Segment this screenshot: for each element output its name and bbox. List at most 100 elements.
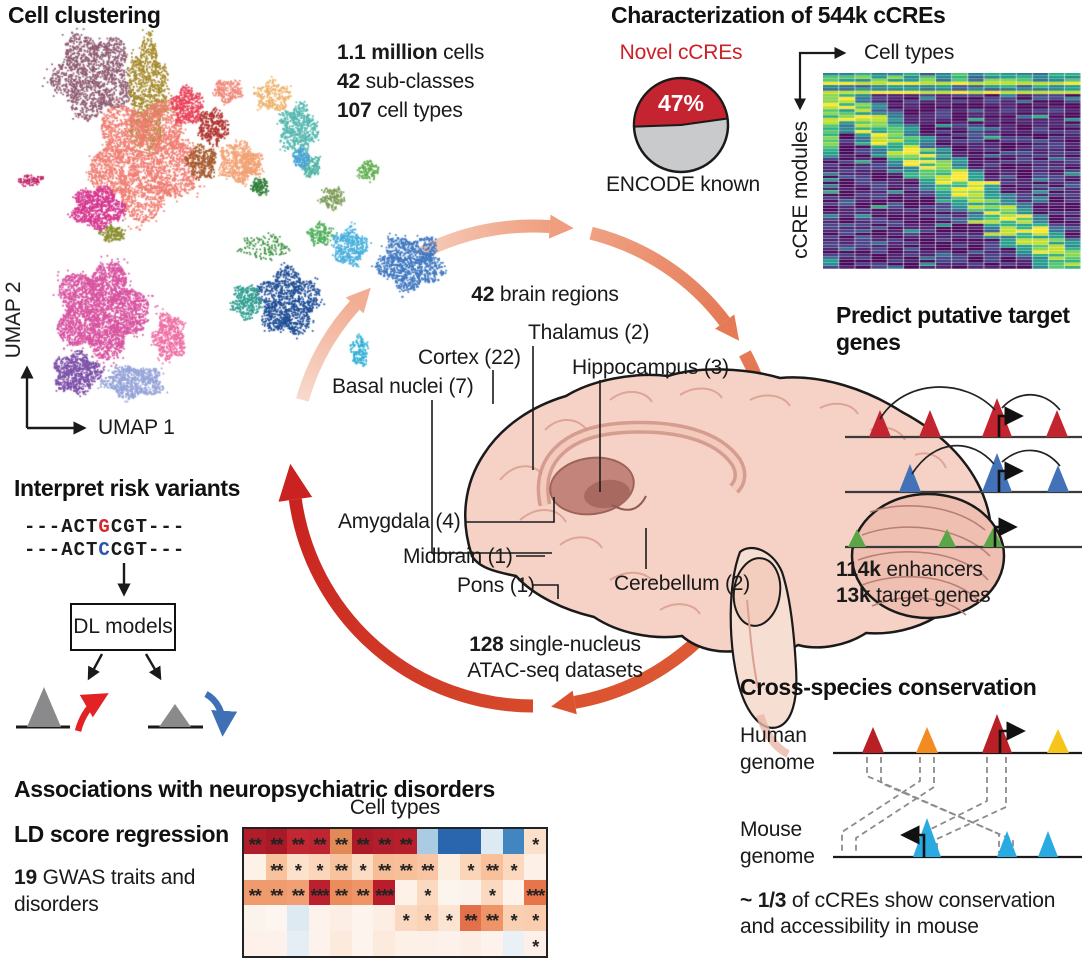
ld-heatmap-cell bbox=[416, 930, 439, 956]
datasets-stat-line1: 128 single-nucleus bbox=[469, 633, 641, 656]
umap-stats: 1.1 million cells 42 sub-classes 107 cel… bbox=[337, 40, 484, 127]
ld-heatmap-cell: ** bbox=[351, 829, 374, 855]
section-title-associations: Associations with neuropsychiatric disor… bbox=[14, 776, 495, 802]
target-gene-tracks bbox=[845, 386, 1082, 549]
ld-score-heatmap: ****************************************… bbox=[242, 827, 548, 958]
region-label-cerebellum: Cerebellum (2) bbox=[614, 572, 751, 595]
ld-heatmap-cell: *** bbox=[373, 879, 395, 906]
ld-heatmap-cell bbox=[481, 930, 503, 956]
ld-heatmap-cell bbox=[502, 879, 525, 906]
ld-heatmap-cell bbox=[373, 905, 395, 931]
pie-label-known: ENCODE known bbox=[606, 173, 760, 196]
ld-heatmap-x-label: Cell types bbox=[349, 796, 441, 819]
pie-value-novel: 47% bbox=[657, 90, 705, 116]
ld-heatmap-cell bbox=[351, 930, 374, 956]
ld-score-subtitle: LD score regression bbox=[14, 821, 229, 847]
small-accessibility-peak bbox=[159, 704, 191, 727]
ld-heatmap-cell bbox=[330, 905, 352, 931]
pie-label-novel: Novel cCREs bbox=[619, 41, 743, 64]
ld-heatmap-cell bbox=[524, 854, 546, 880]
ld-heatmap-cell bbox=[438, 879, 460, 906]
conservation-tracks bbox=[833, 714, 1082, 859]
interpret-graphics bbox=[16, 563, 238, 737]
section-title-predict-line2: genes bbox=[836, 329, 901, 355]
ld-heatmap-cell bbox=[265, 930, 288, 956]
tall-accessibility-peak bbox=[27, 687, 61, 727]
ld-heatmap-cell bbox=[502, 829, 525, 855]
ld-heatmap-cell bbox=[459, 879, 482, 906]
ld-heatmap-cell: ** bbox=[265, 854, 288, 880]
umap-x-axis-label: UMAP 1 bbox=[98, 416, 175, 439]
dna-sequence-alt: ---ACTCCGT--- bbox=[24, 539, 186, 561]
region-label-cortex: Cortex (22) bbox=[418, 346, 521, 369]
ld-heatmap-cell bbox=[394, 930, 417, 956]
ld-heatmap-cell bbox=[438, 854, 460, 880]
ld-heatmap-cell bbox=[287, 930, 309, 956]
ld-heatmap-cell bbox=[416, 829, 439, 855]
ld-heatmap-cell: ** bbox=[481, 905, 503, 931]
ld-heatmap-cell: * bbox=[524, 905, 546, 931]
ld-heatmap-cell bbox=[394, 879, 417, 906]
section-title-cell-clustering: Cell clustering bbox=[8, 2, 161, 28]
region-label-hippocampus: Hippocampus (3) bbox=[572, 356, 729, 379]
ld-heatmap-cell: ** bbox=[351, 879, 374, 906]
ld-heatmap-cell: * bbox=[351, 854, 374, 880]
ld-heatmap-cell: ** bbox=[330, 829, 352, 855]
gwas-stat: 19 GWAS traits and disorders bbox=[14, 864, 195, 918]
region-label-basal-nuclei: Basal nuclei (7) bbox=[332, 375, 474, 398]
ld-heatmap-cell: ** bbox=[373, 829, 395, 855]
stat-celltypes: 107 cell types bbox=[337, 99, 463, 122]
ld-heatmap-cell: * bbox=[416, 879, 439, 906]
conservation-caption-line2: and accessibility in mouse bbox=[740, 915, 979, 938]
section-title-predict-line1: Predict putative target bbox=[836, 302, 1070, 328]
section-title-characterization: Characterization of 544k cCREs bbox=[611, 2, 946, 28]
red-enhancer-peaks bbox=[869, 398, 1068, 437]
umap-scatter-plot bbox=[0, 25, 460, 410]
ld-heatmap-cell: * bbox=[524, 930, 546, 956]
decrease-arrow bbox=[204, 691, 238, 737]
brain-illustration bbox=[464, 368, 1006, 758]
region-label-midbrain: Midbrain (1) bbox=[403, 545, 513, 568]
dna-sequence-risk: ---ACTGCGT--- bbox=[24, 516, 186, 538]
ld-heatmap-cell: ** bbox=[308, 829, 331, 855]
ld-heatmap-cell: * bbox=[394, 905, 417, 931]
ld-heatmap-cell: ** bbox=[265, 829, 288, 855]
gwas-stat-line1: 19 GWAS traits and bbox=[14, 866, 196, 889]
module-heatmap-axis-arrows bbox=[793, 46, 847, 111]
module-heatmap-x-label: Cell types bbox=[864, 41, 955, 64]
blue-enhancer-peaks bbox=[899, 453, 1069, 492]
ld-heatmap-cell: ** bbox=[481, 854, 503, 880]
ld-heatmap-cell: * bbox=[308, 854, 331, 880]
ld-heatmap-cell bbox=[438, 829, 460, 855]
ld-heatmap-cell: * bbox=[416, 905, 439, 931]
increase-arrow bbox=[74, 693, 109, 732]
umap-y-axis-label: UMAP 2 bbox=[2, 281, 25, 359]
stat-subclasses: 42 sub-classes bbox=[337, 70, 475, 93]
ld-heatmap-cell: ** bbox=[287, 829, 309, 855]
ld-heatmap-cell bbox=[265, 905, 288, 931]
ld-heatmap-cell: ** bbox=[244, 879, 266, 906]
ld-heatmap-cell: ** bbox=[244, 829, 266, 855]
ld-heatmap-cell: * bbox=[481, 879, 503, 906]
ld-heatmap-cell: ** bbox=[330, 879, 352, 906]
dna-sequences: ---ACTGCGT--- ---ACTCCGT--- bbox=[24, 516, 185, 562]
ld-heatmap-cell bbox=[330, 930, 352, 956]
stat-target-genes: 13k target genes bbox=[836, 584, 991, 607]
brain-regions-stat: 42 brain regions bbox=[471, 283, 619, 306]
ld-heatmap-cell: * bbox=[502, 854, 525, 880]
ld-heatmap-cell bbox=[351, 905, 374, 931]
datasets-stat: 128 single-nucleus ATAC-seq datasets bbox=[445, 632, 665, 684]
cerebellum-shape bbox=[850, 492, 1006, 620]
region-label-pons: Pons (1) bbox=[457, 574, 535, 597]
ld-heatmap-cell: ** bbox=[330, 854, 352, 880]
ld-heatmap-cell bbox=[459, 930, 482, 956]
risk-allele: G bbox=[98, 516, 111, 538]
ld-heatmap-cell bbox=[373, 930, 395, 956]
dl-models-box: DL models bbox=[70, 603, 176, 651]
green-enhancer-peaks bbox=[848, 528, 1003, 547]
ld-heatmap-cell: ** bbox=[416, 854, 439, 880]
ld-heatmap-cell: * bbox=[459, 854, 482, 880]
